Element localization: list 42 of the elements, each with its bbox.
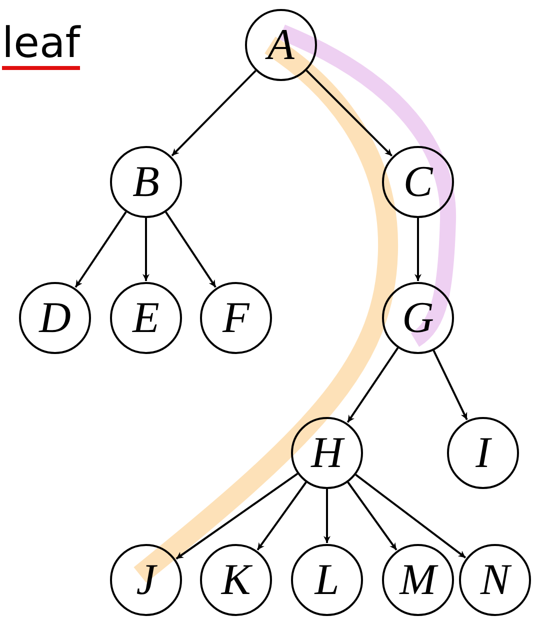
node-letter: N bbox=[480, 558, 510, 602]
node-letter: J bbox=[136, 558, 156, 602]
node-letter: F bbox=[222, 296, 250, 340]
tree-node-circle bbox=[110, 146, 182, 218]
tree-node-circle bbox=[291, 417, 363, 489]
node-letter: G bbox=[402, 296, 434, 340]
tree-node-circle bbox=[245, 9, 317, 81]
arrow bbox=[74, 211, 127, 288]
arrow bbox=[324, 489, 330, 543]
tree-node-circle bbox=[110, 544, 182, 616]
node-letter: A bbox=[268, 23, 294, 67]
node-letter: H bbox=[311, 431, 343, 475]
tree-node-circle bbox=[382, 282, 454, 354]
tree-node-circle bbox=[200, 544, 272, 616]
node-letter: K bbox=[221, 558, 251, 602]
node-letter: I bbox=[476, 431, 490, 475]
node-letter: C bbox=[403, 160, 433, 204]
tree-node-circle bbox=[382, 544, 454, 616]
tree-node-circle bbox=[291, 544, 363, 616]
node-letter: B bbox=[132, 160, 160, 204]
node-letter: D bbox=[39, 296, 71, 340]
arrow bbox=[171, 70, 256, 156]
tree-node-circle bbox=[200, 282, 272, 354]
tree-node-circle bbox=[110, 282, 182, 354]
arrow bbox=[347, 482, 398, 550]
arrow bbox=[414, 218, 422, 281]
node-letter: M bbox=[400, 558, 436, 602]
arrow bbox=[306, 70, 393, 157]
arrow bbox=[346, 347, 399, 423]
arrow bbox=[355, 474, 466, 558]
arrow bbox=[142, 218, 150, 281]
tree-node-circle bbox=[459, 544, 531, 616]
arrow bbox=[176, 472, 298, 560]
arrow bbox=[165, 211, 216, 288]
tree-node-circle bbox=[382, 146, 454, 218]
node-letter: L bbox=[314, 558, 340, 602]
tree-node-circle bbox=[447, 417, 519, 489]
tree-node-circle bbox=[19, 282, 91, 354]
node-letter: E bbox=[132, 296, 160, 340]
arrow bbox=[432, 350, 468, 420]
label-text: leaf bbox=[2, 22, 80, 70]
arrow bbox=[256, 482, 307, 550]
